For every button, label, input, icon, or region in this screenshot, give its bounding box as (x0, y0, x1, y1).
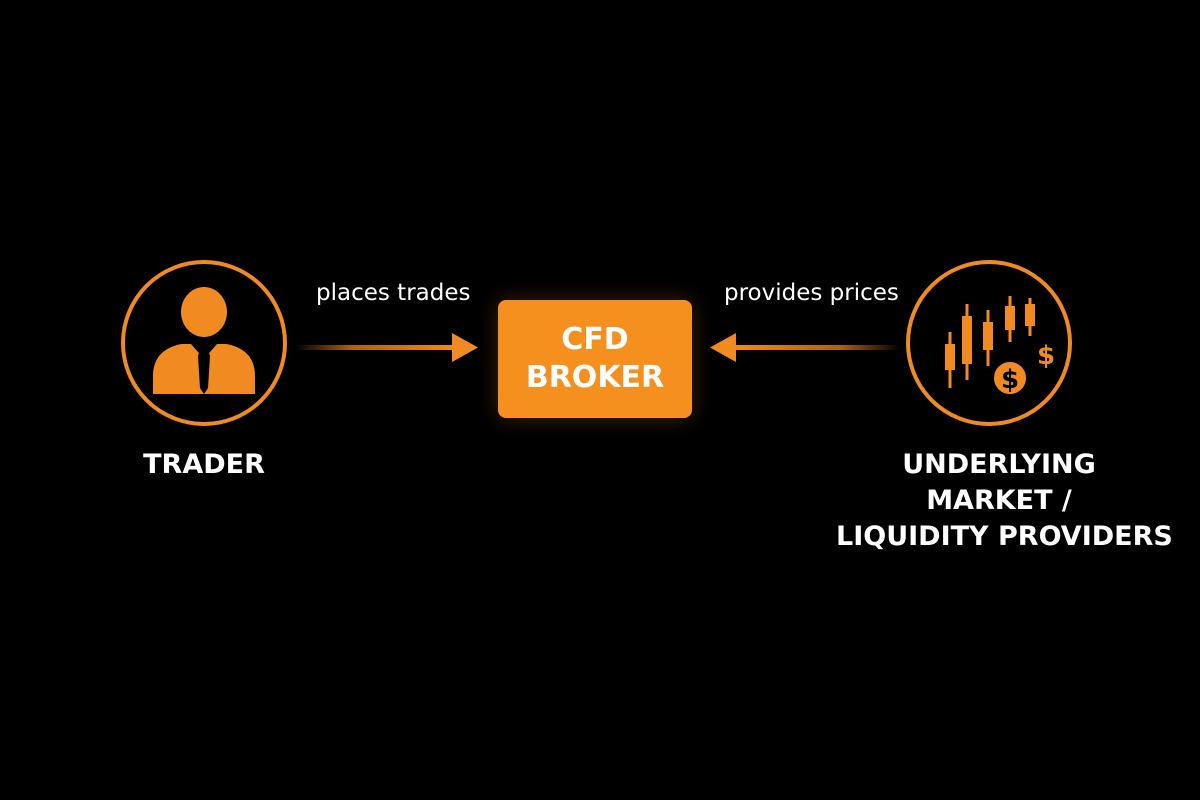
broker-line-1: CFD (561, 322, 629, 357)
broker-line-2: BROKER (525, 360, 665, 395)
arrow-trader-to-broker (296, 333, 478, 362)
market-label: UNDERLYING MARKET / LIQUIDITY PROVIDERS (836, 447, 1173, 555)
arrowhead-right (452, 333, 478, 362)
svg-text:$: $ (1001, 365, 1019, 395)
svg-text:$: $ (1037, 341, 1055, 371)
candlestick-dollar-icon: $ $ (945, 296, 1055, 398)
trader-node (121, 260, 287, 426)
arrow-shaft (296, 345, 456, 350)
arrow-shaft (732, 345, 900, 350)
market-label-line-1: UNDERLYING (902, 449, 1096, 480)
arrowhead-left (710, 333, 736, 362)
provides-prices-label: provides prices (724, 280, 899, 306)
arrow-market-to-broker (710, 333, 900, 362)
businessman-icon (153, 287, 255, 394)
cfd-broker-box: CFD BROKER (498, 300, 692, 418)
market-label-line-2: MARKET / (926, 485, 1072, 516)
market-node: $ $ (906, 260, 1072, 426)
trader-label: TRADER (143, 449, 265, 480)
places-trades-label: places trades (316, 280, 471, 306)
market-label-line-3: LIQUIDITY PROVIDERS (836, 521, 1173, 552)
